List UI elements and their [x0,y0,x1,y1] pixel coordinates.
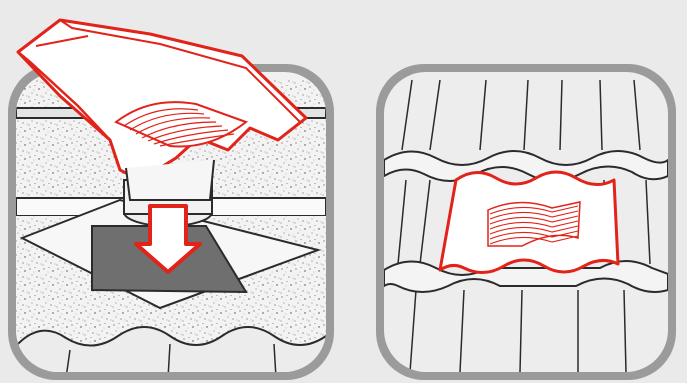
panel-1 [8,20,334,380]
roof-vent-tile-icon [440,172,618,273]
panel-2 [376,64,676,380]
